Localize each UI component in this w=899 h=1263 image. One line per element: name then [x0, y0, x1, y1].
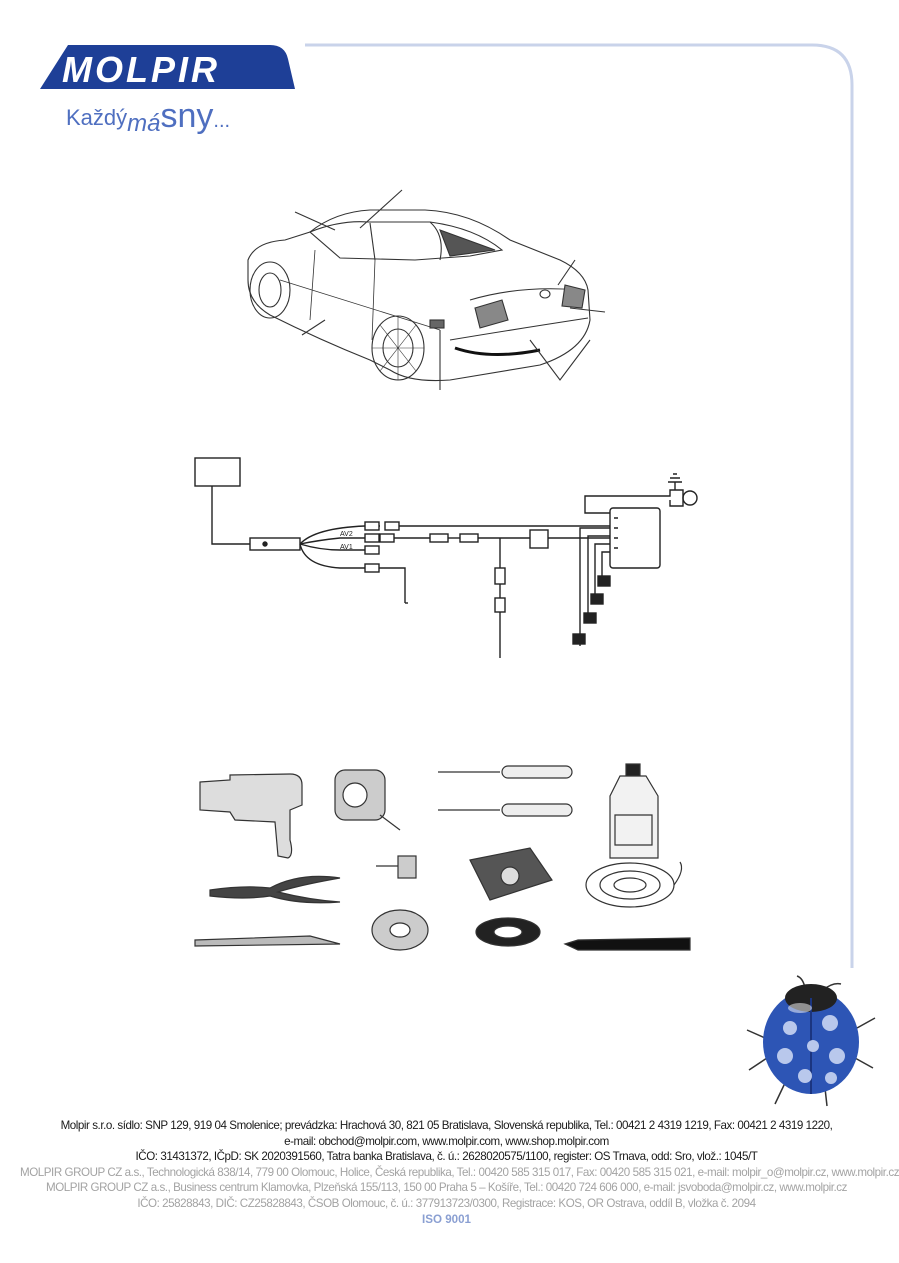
footer-line-contacts-sk: e-mail: obchod@molpir.com, www.molpir.co…: [284, 1134, 609, 1148]
footer-line-registration-sk: IČO: 31431372, IČpD: SK 2020391560, Tatr…: [135, 1150, 758, 1164]
pliers-icon: [209, 875, 341, 904]
tape-measure-icon: [334, 769, 401, 831]
footer-line-address-sk: Molpir s.r.o. sídlo: SNP 129, 919 04 Smo…: [60, 1119, 833, 1132]
footer-line-address-olomouc: MOLPIR GROUP CZ a.s., Technologická 838/…: [20, 1165, 899, 1179]
car-installation-illustration: [247, 189, 606, 390]
pencil-icon: [563, 937, 691, 951]
wiring-harness-diagram: AV2 AV1: [194, 457, 698, 658]
connector-icon: [376, 855, 417, 879]
iso-certification: ISO 9001: [422, 1212, 471, 1226]
footer-line-registration-cz: IČO: 25828843, DIČ: CZ25828843, ČSOB Olo…: [137, 1196, 756, 1210]
insulating-tape-icon: [475, 917, 541, 947]
wire-label-av1: AV1: [340, 544, 353, 551]
multimeter-icon: [469, 847, 553, 901]
molpir-logo: MOLPIR Každýmásny...: [40, 45, 295, 137]
required-tools-illustration: [194, 763, 691, 951]
saw-icon: [194, 935, 341, 947]
ladybug-icon: [746, 975, 876, 1107]
logo-wordmark: MOLPIR: [62, 49, 220, 90]
alcohol-bottle-icon: [609, 763, 659, 859]
company-footer: Molpir s.r.o. sídlo: SNP 129, 919 04 Smo…: [20, 1118, 899, 1227]
tape-roll-icon: [371, 909, 429, 951]
logo-tagline: Každýmásny...: [66, 97, 230, 137]
wire-label-av2: AV2: [340, 531, 353, 538]
footer-line-address-praha: MOLPIR GROUP CZ a.s., Business centrum K…: [46, 1181, 847, 1195]
drill-icon: [199, 773, 303, 859]
coiled-wire-icon: [585, 861, 683, 908]
screwdriver-icon: [438, 765, 573, 817]
